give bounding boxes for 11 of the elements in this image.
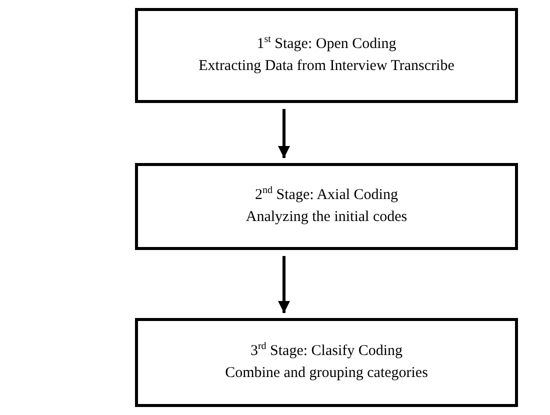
- process-box: [135, 163, 518, 250]
- process-box: [135, 8, 518, 103]
- stage-title: 3$^{rd}$ Stage: Clasify Coding: [250, 340, 403, 362]
- arrow: [278, 109, 290, 158]
- stage-description: Extracting Data from Interview Transcribe: [198, 57, 454, 76]
- stage-title: 2$^{nd}$ Stage: Axial Coding: [255, 184, 398, 206]
- stage-title: 1$^{st}$ Stage: Open Coding: [256, 33, 396, 54]
- process-box: [135, 318, 518, 407]
- arrow: [278, 256, 290, 313]
- stage-description: Combine and grouping categories: [225, 364, 428, 383]
- stage-description: Analyzing the initial codes: [246, 208, 408, 227]
